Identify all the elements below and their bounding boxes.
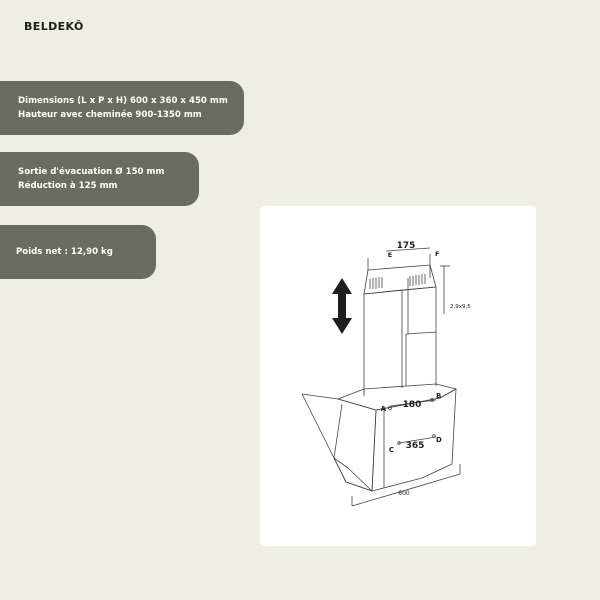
point-label-c: C <box>389 446 394 454</box>
brand-logo[interactable]: BELDEKÔ <box>24 20 84 33</box>
spec-dimensions-line: Dimensions (L x P x H) 600 x 360 x 450 m… <box>18 95 228 106</box>
point-label-d: D <box>436 436 442 444</box>
chimney <box>363 254 437 396</box>
point-label-f: F <box>435 250 439 258</box>
dimension-label-slot: 2,9x9,5 <box>450 304 471 310</box>
spec-chimney-height-line: Hauteur avec cheminée 900-1350 mm <box>18 110 202 120</box>
spec-dimensions: Dimensions (L x P x H) 600 x 360 x 450 m… <box>0 81 244 135</box>
hood-body <box>301 383 457 492</box>
dimension-lines <box>351 247 461 507</box>
point-label-a: A <box>381 405 387 413</box>
dimension-label-600: 600 <box>398 490 410 497</box>
spec-exhaust: Sortie d'évacuation Ø 150 mm Réduction à… <box>0 152 199 206</box>
spec-exhaust-line: Sortie d'évacuation Ø 150 mm <box>18 166 165 177</box>
point-label-b: B <box>436 392 441 400</box>
technical-drawing: 175 180 365 600 2,9x9,5 A B C D E F <box>301 241 471 507</box>
spec-reduction-line: Réduction à 125 mm <box>18 181 118 191</box>
dimension-label-175: 175 <box>397 241 416 251</box>
height-adjust-arrow-icon <box>332 278 352 334</box>
dimension-label-365: 365 <box>406 441 425 451</box>
technical-drawing-card: 175 180 365 600 2,9x9,5 A B C D E F <box>260 206 536 546</box>
spec-weight: Poids net : 12,90 kg <box>0 225 156 279</box>
point-label-e: E <box>388 251 392 259</box>
dimension-label-180: 180 <box>403 400 422 410</box>
spec-weight-line: Poids net : 12,90 kg <box>16 246 113 257</box>
